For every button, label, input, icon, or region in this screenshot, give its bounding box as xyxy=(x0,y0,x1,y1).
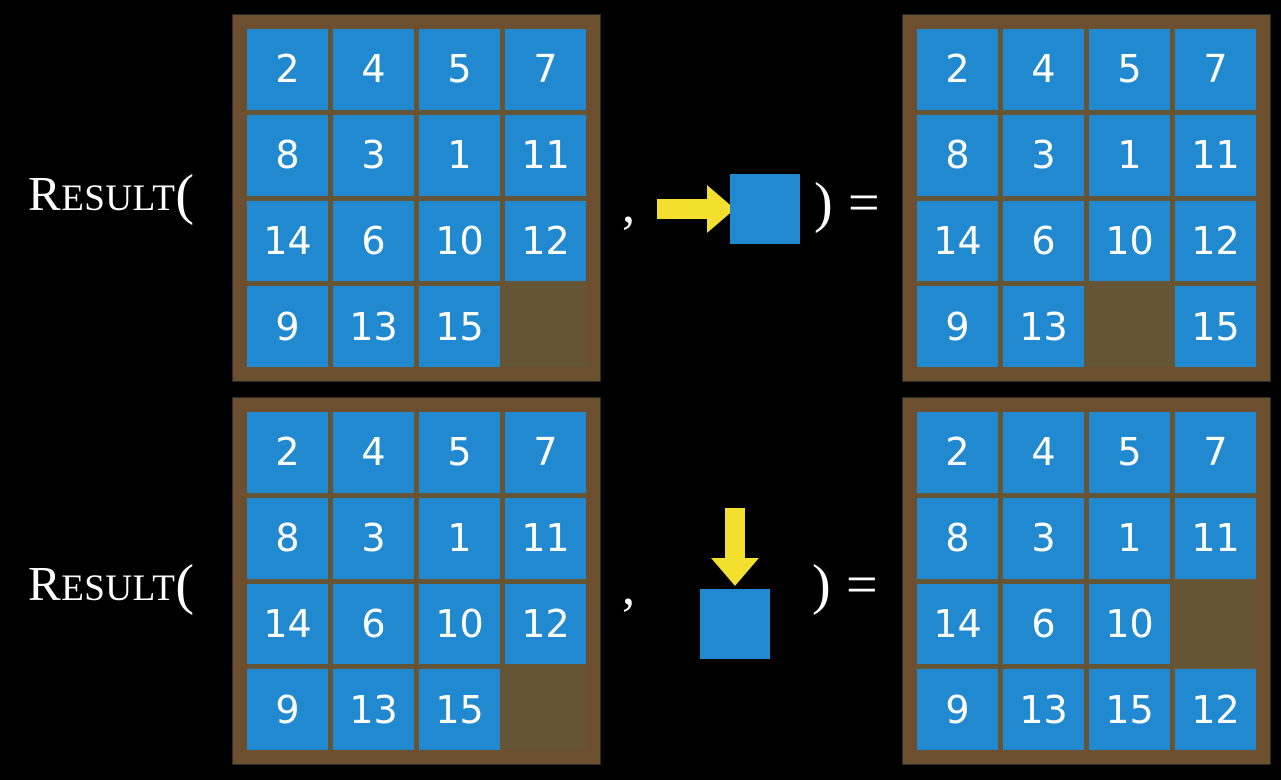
tile[interactable]: 5 xyxy=(1089,412,1170,493)
result-function-label-2: RESULT( xyxy=(28,557,195,613)
result-label-rest-1: ESULT xyxy=(61,178,176,219)
input-board-1-grid: 2 4 5 7 8 3 1 11 14 6 10 12 9 13 15 xyxy=(247,29,586,367)
tile[interactable]: 5 xyxy=(419,29,500,110)
tile[interactable]: 6 xyxy=(333,583,414,665)
tile[interactable]: 12 xyxy=(1175,200,1256,282)
tile[interactable]: 10 xyxy=(419,583,500,665)
tile[interactable]: 4 xyxy=(333,412,414,493)
tile[interactable]: 14 xyxy=(247,583,328,665)
tile[interactable]: 12 xyxy=(1175,669,1256,750)
tile[interactable]: 1 xyxy=(1089,114,1170,196)
tile[interactable]: 9 xyxy=(917,669,998,750)
tile[interactable]: 11 xyxy=(1175,114,1256,196)
tile[interactable]: 6 xyxy=(333,200,414,282)
tile[interactable]: 6 xyxy=(1003,583,1084,665)
action-tile-2[interactable] xyxy=(700,589,770,659)
blank-tile xyxy=(1175,584,1256,665)
tile[interactable]: 3 xyxy=(1003,497,1084,579)
tile[interactable]: 3 xyxy=(333,497,414,579)
arrow-right-icon xyxy=(657,185,735,233)
action-tile-1[interactable] xyxy=(730,174,800,244)
tile[interactable]: 7 xyxy=(505,412,586,493)
result-label-initial-2: R xyxy=(28,556,62,611)
blank-tile xyxy=(1089,286,1170,367)
tile[interactable]: 2 xyxy=(247,412,328,493)
output-board-2: 2 4 5 7 8 3 1 11 14 6 10 9 13 15 12 xyxy=(902,397,1271,765)
output-board-2-grid: 2 4 5 7 8 3 1 11 14 6 10 9 13 15 12 xyxy=(917,412,1256,750)
tile[interactable]: 10 xyxy=(1089,583,1170,665)
tile[interactable]: 11 xyxy=(505,497,586,579)
arrow-shaft xyxy=(725,508,745,566)
tile[interactable]: 11 xyxy=(1175,497,1256,579)
tile[interactable]: 4 xyxy=(1003,412,1084,493)
result-function-label-1: RESULT( xyxy=(28,167,195,223)
tile[interactable]: 10 xyxy=(1089,200,1170,282)
equation-row-1: RESULT( 2 4 5 7 8 3 1 11 14 6 10 12 9 13… xyxy=(28,14,1271,382)
output-board-1-grid: 2 4 5 7 8 3 1 11 14 6 10 12 9 13 15 xyxy=(917,29,1256,367)
tile[interactable]: 11 xyxy=(505,114,586,196)
output-board-1: 2 4 5 7 8 3 1 11 14 6 10 12 9 13 15 xyxy=(902,14,1271,382)
tile[interactable]: 9 xyxy=(247,286,328,367)
tile[interactable]: 9 xyxy=(917,286,998,367)
tile[interactable]: 13 xyxy=(333,286,414,367)
tile[interactable]: 4 xyxy=(333,29,414,110)
arrow-head xyxy=(711,558,759,586)
arrow-shaft xyxy=(657,199,715,219)
tile[interactable]: 3 xyxy=(333,114,414,196)
equals-sign-1: = xyxy=(848,172,880,234)
tile[interactable]: 8 xyxy=(247,114,328,196)
input-board-1: 2 4 5 7 8 3 1 11 14 6 10 12 9 13 15 xyxy=(232,14,601,382)
tile[interactable]: 7 xyxy=(505,29,586,110)
blank-tile xyxy=(505,669,586,750)
blank-tile xyxy=(505,286,586,367)
tile[interactable]: 14 xyxy=(247,200,328,282)
argument-separator-2: , xyxy=(622,559,635,616)
tile[interactable]: 8 xyxy=(917,114,998,196)
open-paren-1: ( xyxy=(175,164,195,226)
tile[interactable]: 1 xyxy=(419,114,500,196)
equation-row-2: RESULT( 2 4 5 7 8 3 1 11 14 6 10 12 9 13… xyxy=(0,390,1281,780)
tile[interactable]: 8 xyxy=(247,497,328,579)
tile[interactable]: 13 xyxy=(1003,286,1084,367)
argument-separator-1: , xyxy=(622,177,635,234)
tile[interactable]: 2 xyxy=(917,412,998,493)
tile[interactable]: 8 xyxy=(917,497,998,579)
tile[interactable]: 13 xyxy=(333,669,414,750)
tile[interactable]: 5 xyxy=(419,412,500,493)
tile[interactable]: 14 xyxy=(917,583,998,665)
input-board-2: 2 4 5 7 8 3 1 11 14 6 10 12 9 13 15 xyxy=(232,397,601,765)
tile[interactable]: 14 xyxy=(917,200,998,282)
tile[interactable]: 2 xyxy=(917,29,998,110)
tile[interactable]: 12 xyxy=(505,200,586,282)
tile[interactable]: 7 xyxy=(1175,29,1256,110)
tile[interactable]: 5 xyxy=(1089,29,1170,110)
arrow-down-icon xyxy=(711,508,759,586)
tile[interactable]: 15 xyxy=(419,669,500,750)
tile[interactable]: 12 xyxy=(505,583,586,665)
tile[interactable]: 9 xyxy=(247,669,328,750)
tile[interactable]: 7 xyxy=(1175,412,1256,493)
tile[interactable]: 15 xyxy=(1089,669,1170,750)
tile[interactable]: 15 xyxy=(419,286,500,367)
tile[interactable]: 10 xyxy=(419,200,500,282)
close-paren-1: ) xyxy=(814,172,833,234)
input-board-2-grid: 2 4 5 7 8 3 1 11 14 6 10 12 9 13 15 xyxy=(247,412,586,750)
tile[interactable]: 15 xyxy=(1175,286,1256,367)
tile[interactable]: 4 xyxy=(1003,29,1084,110)
tile[interactable]: 6 xyxy=(1003,200,1084,282)
tile[interactable]: 1 xyxy=(419,497,500,579)
close-paren-2: ) xyxy=(812,554,831,616)
tile[interactable]: 3 xyxy=(1003,114,1084,196)
tile[interactable]: 13 xyxy=(1003,669,1084,750)
tile[interactable]: 2 xyxy=(247,29,328,110)
result-label-initial-1: R xyxy=(28,166,62,221)
result-label-rest-2: ESULT xyxy=(61,568,176,609)
open-paren-2: ( xyxy=(175,554,195,616)
equals-sign-2: = xyxy=(846,554,878,616)
tile[interactable]: 1 xyxy=(1089,497,1170,579)
